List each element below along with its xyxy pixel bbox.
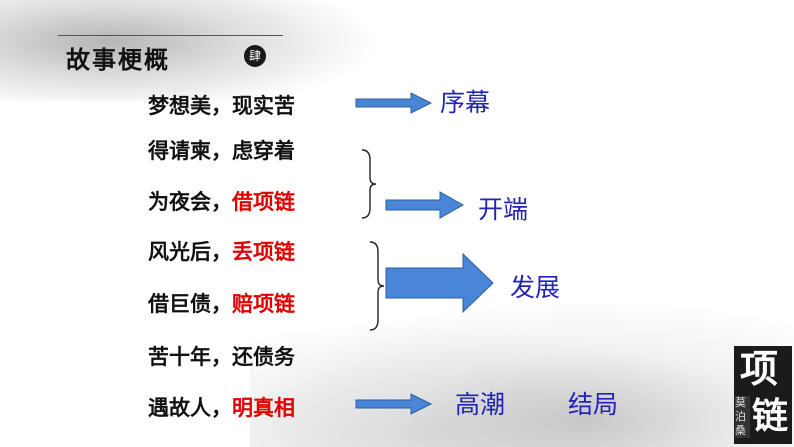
plot-line-2: 得请柬，虑穿着 xyxy=(148,135,295,165)
arrow-beginning-icon xyxy=(385,191,465,219)
plot-line-highlight: 丢项链 xyxy=(232,240,295,264)
stage-label-climax: 高潮 xyxy=(455,385,505,421)
plot-line-text: 借巨债， xyxy=(148,292,232,316)
plot-line-text: 得请柬，虑穿着 xyxy=(148,139,295,163)
logo-char-1: 项 xyxy=(740,346,778,392)
title-rule xyxy=(58,35,283,36)
plot-line-highlight: 赔项链 xyxy=(232,292,295,316)
plot-line-text: 苦十年，还债务 xyxy=(148,345,295,369)
plot-line-3: 为夜会，借项链 xyxy=(148,186,295,216)
plot-line-highlight: 借项链 xyxy=(232,190,295,214)
plot-line-text: 梦想美，现实苦 xyxy=(148,94,295,118)
logo-author: 莫泊桑 xyxy=(735,396,750,438)
bracket-beginning xyxy=(360,148,380,220)
plot-line-1: 梦想美，现实苦 xyxy=(148,90,295,120)
ink-wash-top xyxy=(0,0,380,100)
arrow-climax-icon xyxy=(355,393,433,415)
plot-line-6: 苦十年，还债务 xyxy=(148,341,295,371)
plot-line-5: 借巨债，赔项链 xyxy=(148,288,295,318)
stage-label-development: 发展 xyxy=(510,268,560,304)
plot-line-highlight: 明真相 xyxy=(232,396,295,420)
logo-char-2: 链 xyxy=(752,392,788,440)
section-number-badge: 肆 xyxy=(244,45,266,67)
section-title: 故事梗概 xyxy=(66,40,170,75)
plot-line-text: 遇故人， xyxy=(148,396,232,420)
plot-line-4: 风光后，丢项链 xyxy=(148,236,295,266)
plot-line-7: 遇故人，明真相 xyxy=(148,392,295,422)
stage-label-ending: 结局 xyxy=(568,385,618,421)
plot-line-text: 为夜会， xyxy=(148,190,232,214)
stage-label-beginning: 开端 xyxy=(478,190,528,226)
stage-label-prologue: 序幕 xyxy=(440,83,490,119)
arrow-development-icon xyxy=(385,253,495,313)
ink-mountain-wash xyxy=(250,300,794,447)
title-seal-logo: 项 莫泊桑 链 xyxy=(734,346,792,444)
arrow-prologue-icon xyxy=(355,92,433,114)
plot-line-text: 风光后， xyxy=(148,240,232,264)
